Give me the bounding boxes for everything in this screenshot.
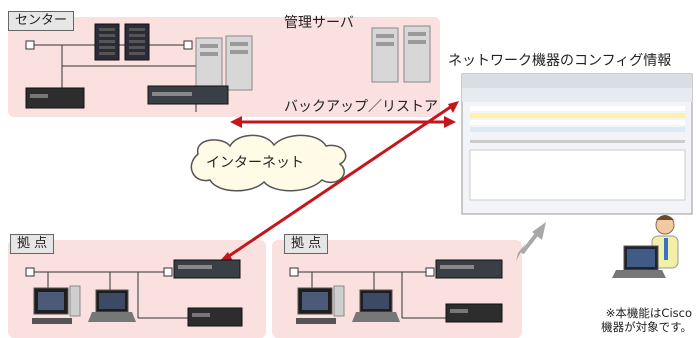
branch-line-end-node <box>289 267 299 277</box>
branch-line-end-node <box>25 267 35 277</box>
branch-line-end-node <box>163 267 173 277</box>
center-line-end-node <box>25 40 35 50</box>
branch-label-right: 拠 点 <box>284 234 329 254</box>
desktop-pc-icon <box>32 285 81 324</box>
branch-left-network-lines <box>30 271 194 319</box>
router-icon <box>173 259 243 327</box>
tower-server-icon <box>371 25 431 83</box>
center-label: センター <box>8 11 75 31</box>
internet-label: インターネット <box>206 155 304 171</box>
grey-double-arrow <box>516 222 546 261</box>
laptop-icon <box>352 289 400 322</box>
branch-line-end-node <box>425 267 435 277</box>
center-line-end-node <box>183 40 193 50</box>
footnote-line-1: ※本機能はCisco <box>605 306 692 320</box>
laptop-icon <box>88 289 136 322</box>
footnote-line-2: 機器が対象です。 <box>601 320 692 334</box>
cloud-icon <box>190 134 347 192</box>
person-icon <box>612 215 679 278</box>
footnote: ※本機能はCisco 機器が対象です。 <box>601 306 692 334</box>
router-icon <box>435 259 503 323</box>
router-icon <box>25 85 229 109</box>
tower-server-icon <box>195 35 253 91</box>
branch-right-network-lines <box>294 271 450 319</box>
branch-label-left: 拠 点 <box>10 234 55 254</box>
desktop-pc-icon <box>296 285 345 324</box>
backup-restore-label: バックアップ／リストア <box>284 99 438 115</box>
mgmt-server-label: 管理サーバ <box>284 15 354 31</box>
config-window-icon <box>461 73 693 215</box>
rack-server-icon <box>94 23 150 61</box>
backup-restore-arrow <box>230 116 456 128</box>
config-info-label: ネットワーク機器のコンフィグ情報 <box>448 53 672 69</box>
